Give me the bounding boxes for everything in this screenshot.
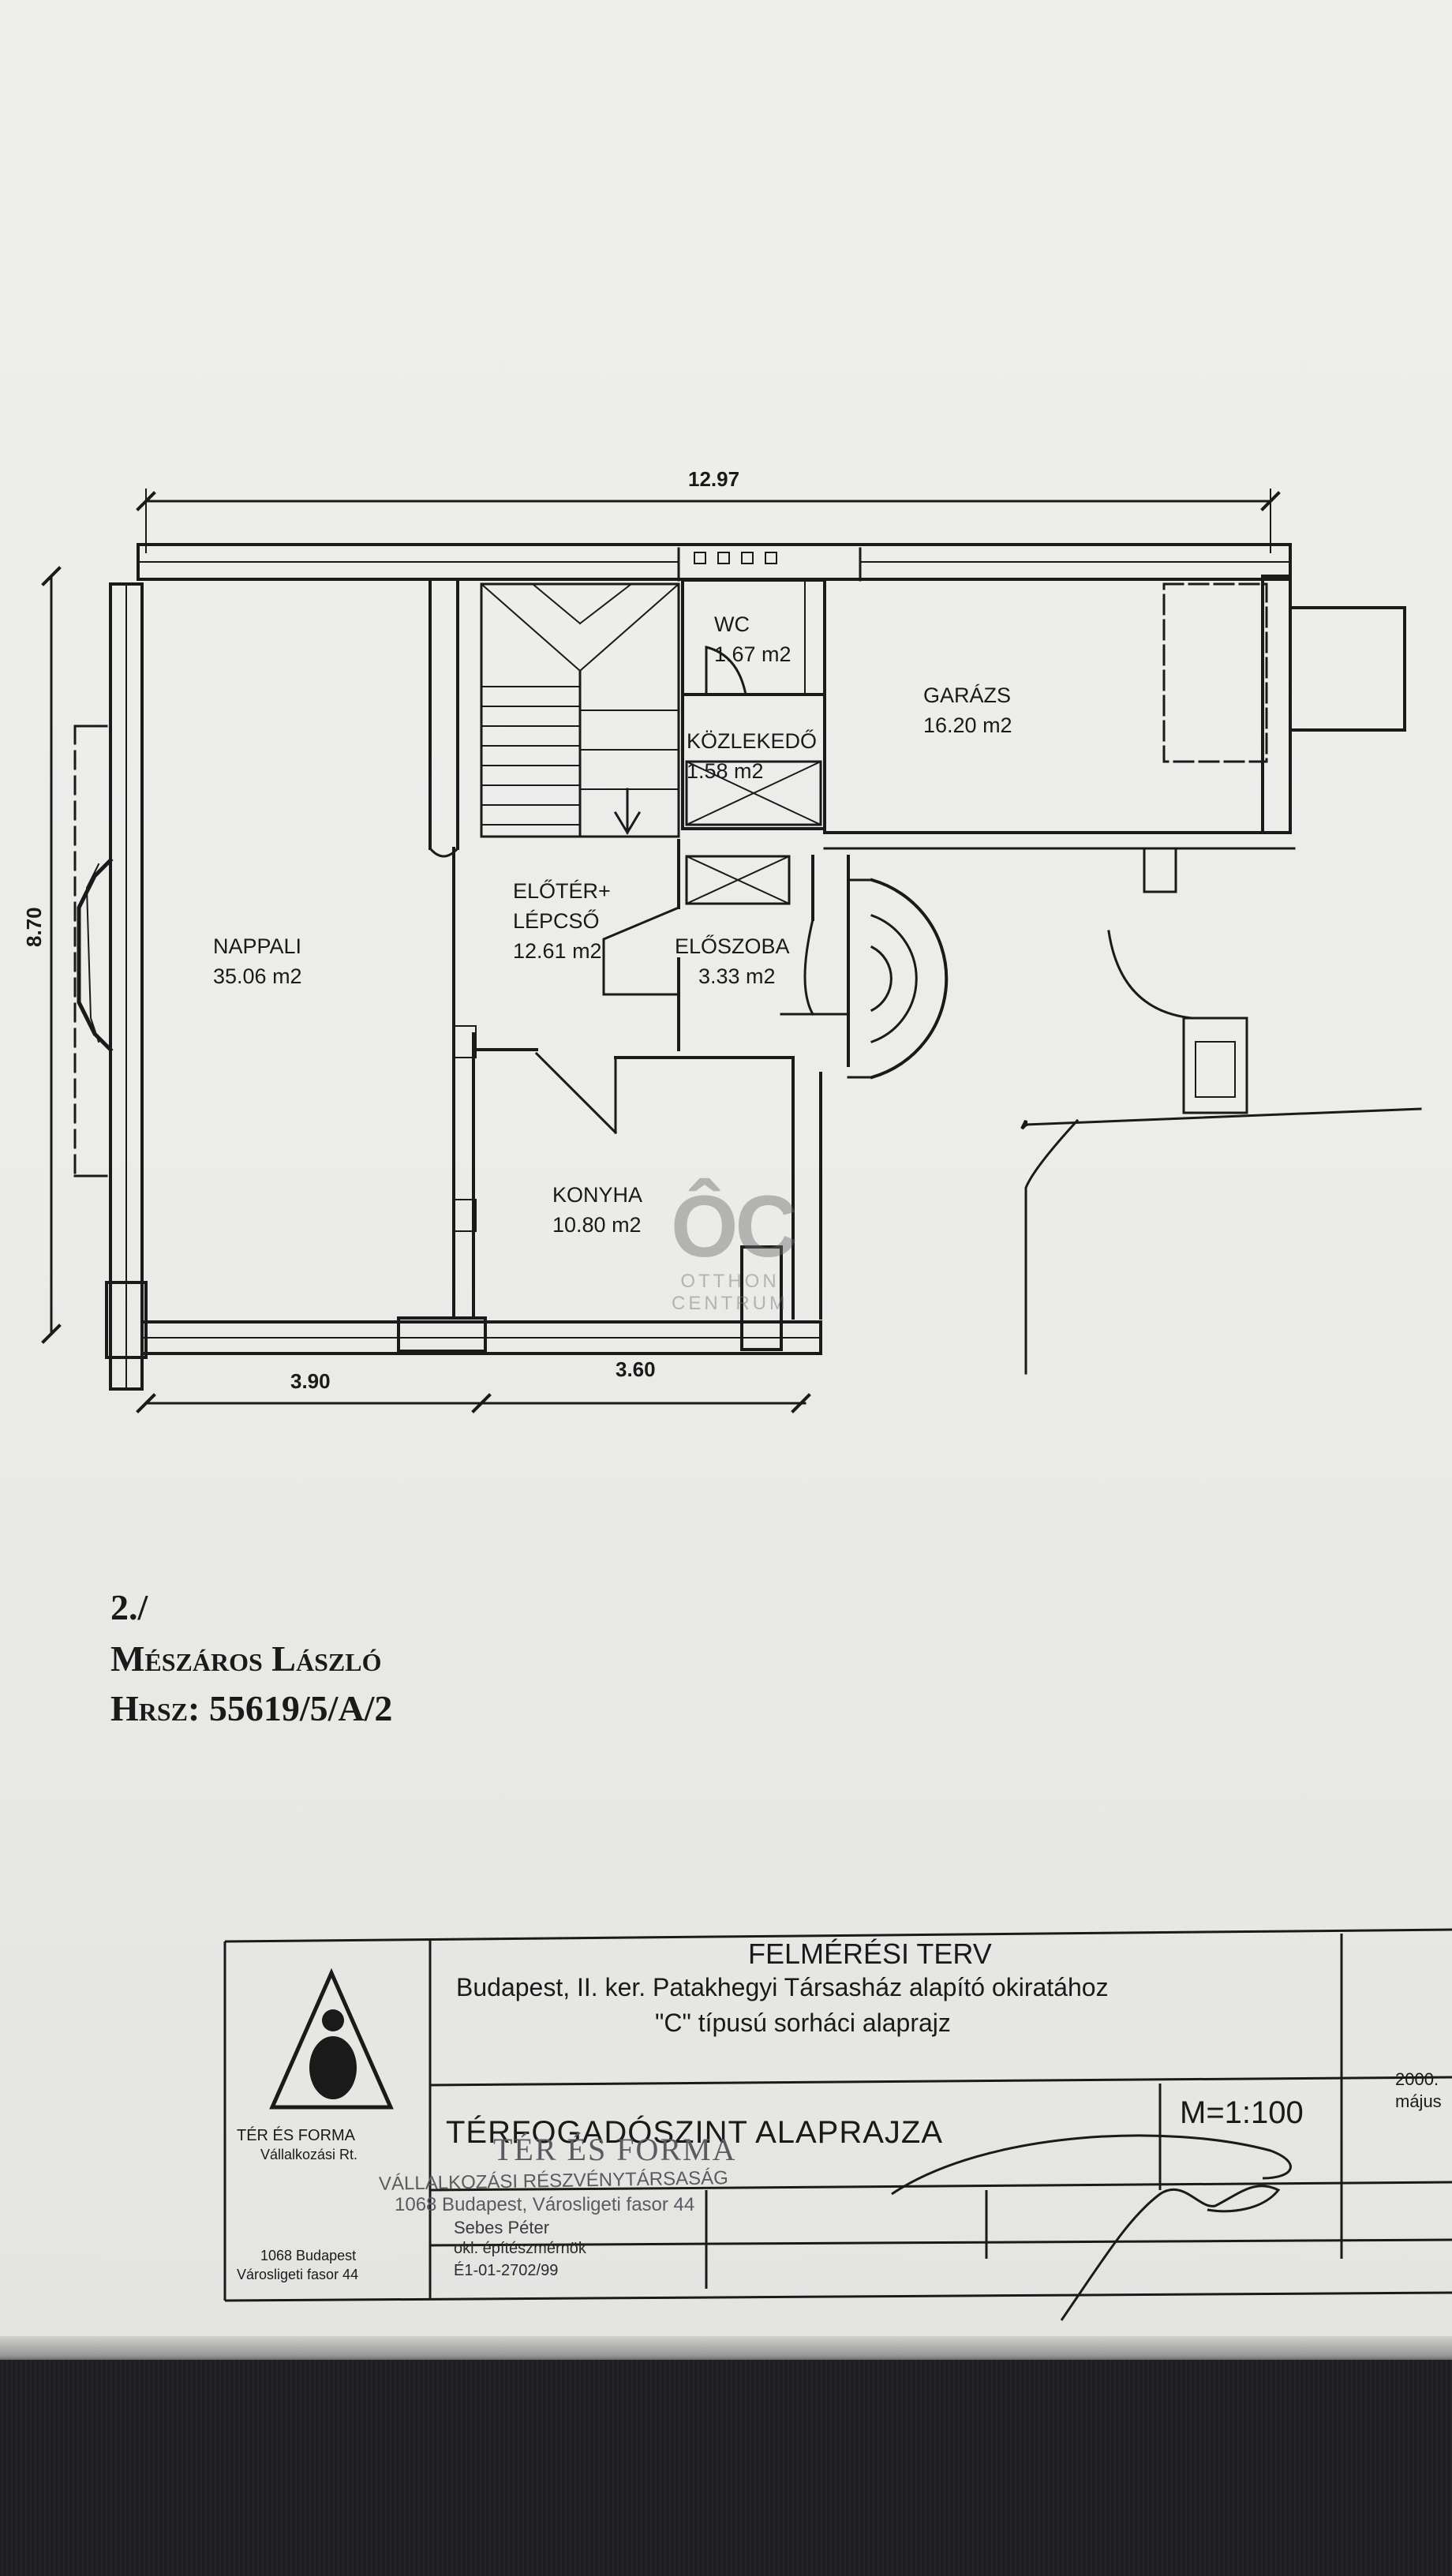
dim-label-bottom-mid: 3.60 xyxy=(616,1357,656,1381)
watermark-line1: OTTHON xyxy=(680,1271,780,1292)
plan-name: TÉRFOGADÓSZINT ALAPRAJZA xyxy=(446,2115,944,2150)
room-entry: ELŐSZOBA 3.33 m2 xyxy=(675,931,790,991)
room-kitchen: KONYHA 10.80 m2 xyxy=(552,1180,642,1240)
room-wc-name: WC xyxy=(714,612,750,636)
plan-subtitle1: Budapest, II. ker. Patakhegyi Társasház … xyxy=(456,1973,1109,2001)
company-address1: 1068 Budapest xyxy=(260,2248,357,2263)
room-kitchen-name: KONYHA xyxy=(552,1183,643,1207)
room-garage-name: GARÁZS xyxy=(923,683,1012,707)
plan-date-month: május xyxy=(1395,2091,1442,2111)
room-garage: GARÁZS 16.20 m2 xyxy=(923,680,1012,740)
room-living: NAPPALI 35.06 m2 xyxy=(213,931,302,991)
room-kitchen-area: 10.80 m2 xyxy=(552,1213,642,1237)
room-hall-stair-name: ELŐTÉR+ xyxy=(513,879,611,903)
stamp-role: okl. építészmérnök xyxy=(454,2240,586,2257)
watermark-otthon-centrum: ÔC OTTHON CENTRUM xyxy=(671,1178,798,1315)
room-garage-area: 16.20 m2 xyxy=(923,713,1012,737)
stamp-person: Sebes Péter xyxy=(454,2218,550,2237)
plan-scale: M=1:100 xyxy=(1180,2095,1304,2130)
room-hall-stair-name2: LÉPCSŐ xyxy=(513,909,600,933)
room-wc: WC 1.67 m2 xyxy=(714,609,791,669)
plan-title: FELMÉRÉSI TERV xyxy=(748,1938,992,1970)
stamp-number: É1-01-2702/99 xyxy=(454,2262,559,2279)
owner-hrsz: Hrsz: 55619/5/A/2 xyxy=(110,1688,393,1728)
company-type: Vállalkozási Rt. xyxy=(260,2147,358,2162)
dim-label-total-width: 12.97 xyxy=(688,467,740,491)
dim-label-total-depth: 8.70 xyxy=(22,907,46,947)
paper-sheet xyxy=(0,0,1452,2360)
company-name: TÉR ÉS FORMA xyxy=(237,2127,356,2144)
owner-name: Mészáros László xyxy=(110,1638,382,1679)
watermark-line2: CENTRUM xyxy=(672,1293,788,1314)
plan-subtitle2: "C" típusú sorháci alaprajz xyxy=(655,2009,951,2037)
room-hall-stair: ELŐTÉR+ LÉPCSŐ 12.61 m2 xyxy=(513,876,611,966)
room-entry-area: 3.33 m2 xyxy=(698,964,776,988)
room-corridor-name: KÖZLEKEDŐ xyxy=(687,729,818,753)
table-surface xyxy=(0,2360,1452,2576)
company-address2: Városligeti fasor 44 xyxy=(237,2267,359,2282)
watermark-logo: ÔC xyxy=(671,1178,798,1275)
room-corridor: KÖZLEKEDŐ 1.58 m2 xyxy=(687,726,817,786)
room-entry-name: ELŐSZOBA xyxy=(675,934,790,958)
title-block-frame xyxy=(223,1928,1452,2321)
signature xyxy=(1060,2185,1281,2321)
plan-date-year: 2000. xyxy=(1395,2069,1439,2089)
room-living-area: 35.06 m2 xyxy=(213,964,302,988)
room-corridor-area: 1.58 m2 xyxy=(687,759,764,783)
room-wc-area: 1.67 m2 xyxy=(714,642,791,666)
owner-index: 2./ xyxy=(110,1587,148,1627)
stamp-company: TÉR ÉS FORMA xyxy=(493,2132,737,2167)
stamp-address: 1068 Budapest, Városligeti fasor 44 xyxy=(395,2194,695,2215)
dim-label-bottom-left: 3.90 xyxy=(290,1369,331,1393)
room-living-name: NAPPALI xyxy=(213,934,302,958)
room-hall-stair-area: 12.61 m2 xyxy=(513,939,602,963)
